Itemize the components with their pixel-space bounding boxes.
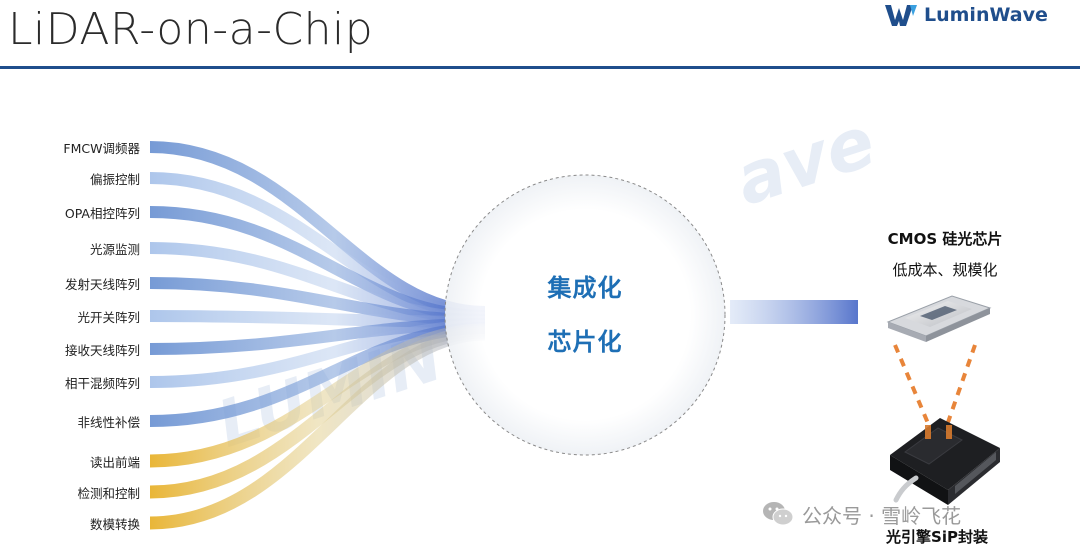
component-label: 发射天线阵列 <box>64 277 140 292</box>
sip-package-label: 光引擎SiP封装 <box>886 528 988 546</box>
component-label: 相干混频阵列 <box>64 376 140 391</box>
flow-ribbon <box>149 327 486 530</box>
luminwave-logo-icon <box>885 5 917 26</box>
cmos-chip-title: CMOS 硅光芯片 <box>887 230 1003 248</box>
wechat-watermark: 公众号 · 雪岭飞花 <box>762 497 961 531</box>
title-divider <box>0 66 1080 69</box>
wechat-icon <box>763 502 794 526</box>
wechat-account-text: 公众号 · 雪岭飞花 <box>802 503 962 528</box>
component-label: 光源监测 <box>89 242 140 257</box>
chip-label: 芯片化 <box>547 328 623 356</box>
cmos-chip-subtitle: 低成本、规模化 <box>892 261 998 279</box>
page-title: LiDAR-on-a-Chip <box>8 4 374 55</box>
flow-lines <box>149 141 486 530</box>
component-label: 接收天线阵列 <box>64 343 140 358</box>
component-label: 非线性补偿 <box>77 415 140 430</box>
component-label: 光开关阵列 <box>77 310 140 325</box>
laser-beam-left <box>893 344 932 429</box>
component-label: 检测和控制 <box>77 486 140 501</box>
component-label: OPA相控阵列 <box>64 206 140 221</box>
component-label: 读出前端 <box>89 455 140 470</box>
sip-module-image <box>890 418 1000 505</box>
integration-circle-border <box>444 174 726 456</box>
component-label: FMCW调频器 <box>63 141 140 156</box>
output-flow-band <box>730 300 858 324</box>
brand-logo: LuminWave <box>884 0 1048 30</box>
laser-beam-right <box>944 344 977 429</box>
silicon-photonic-chip-image <box>886 295 992 342</box>
logo-text: LuminWave <box>924 4 1048 26</box>
component-label: 偏振控制 <box>89 172 140 187</box>
integration-label: 集成化 <box>547 274 623 302</box>
integration-circle-fill <box>445 175 725 455</box>
component-label: 数模转换 <box>89 517 140 532</box>
